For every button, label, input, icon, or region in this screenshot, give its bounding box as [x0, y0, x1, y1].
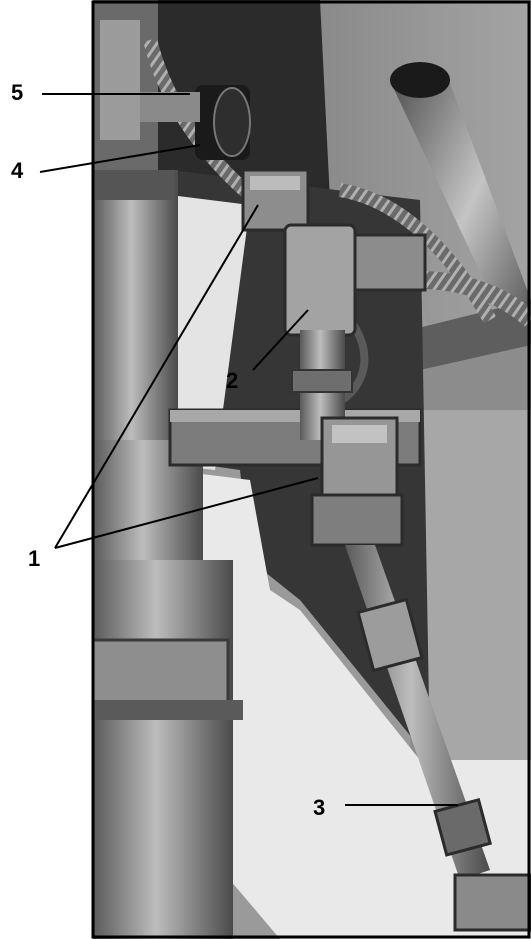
leader-line-2 [252, 309, 309, 371]
callout-4: 4 [11, 158, 24, 183]
leader-line-1a [54, 204, 259, 549]
pipe-union [356, 597, 424, 673]
pipe-coupling [91, 638, 230, 712]
callout-2: 2 [226, 368, 239, 393]
regulator-solenoid [353, 233, 427, 292]
photo-border [91, 0, 531, 939]
callout-3: 3 [313, 795, 326, 820]
leader-line-1b [54, 477, 319, 549]
elbow-fitting [453, 873, 531, 932]
leader-line-4 [39, 144, 201, 173]
callout-5: 5 [11, 80, 24, 105]
pipe-fitting [433, 797, 493, 857]
regulator-body [283, 223, 357, 337]
callout-1: 1 [28, 546, 41, 571]
